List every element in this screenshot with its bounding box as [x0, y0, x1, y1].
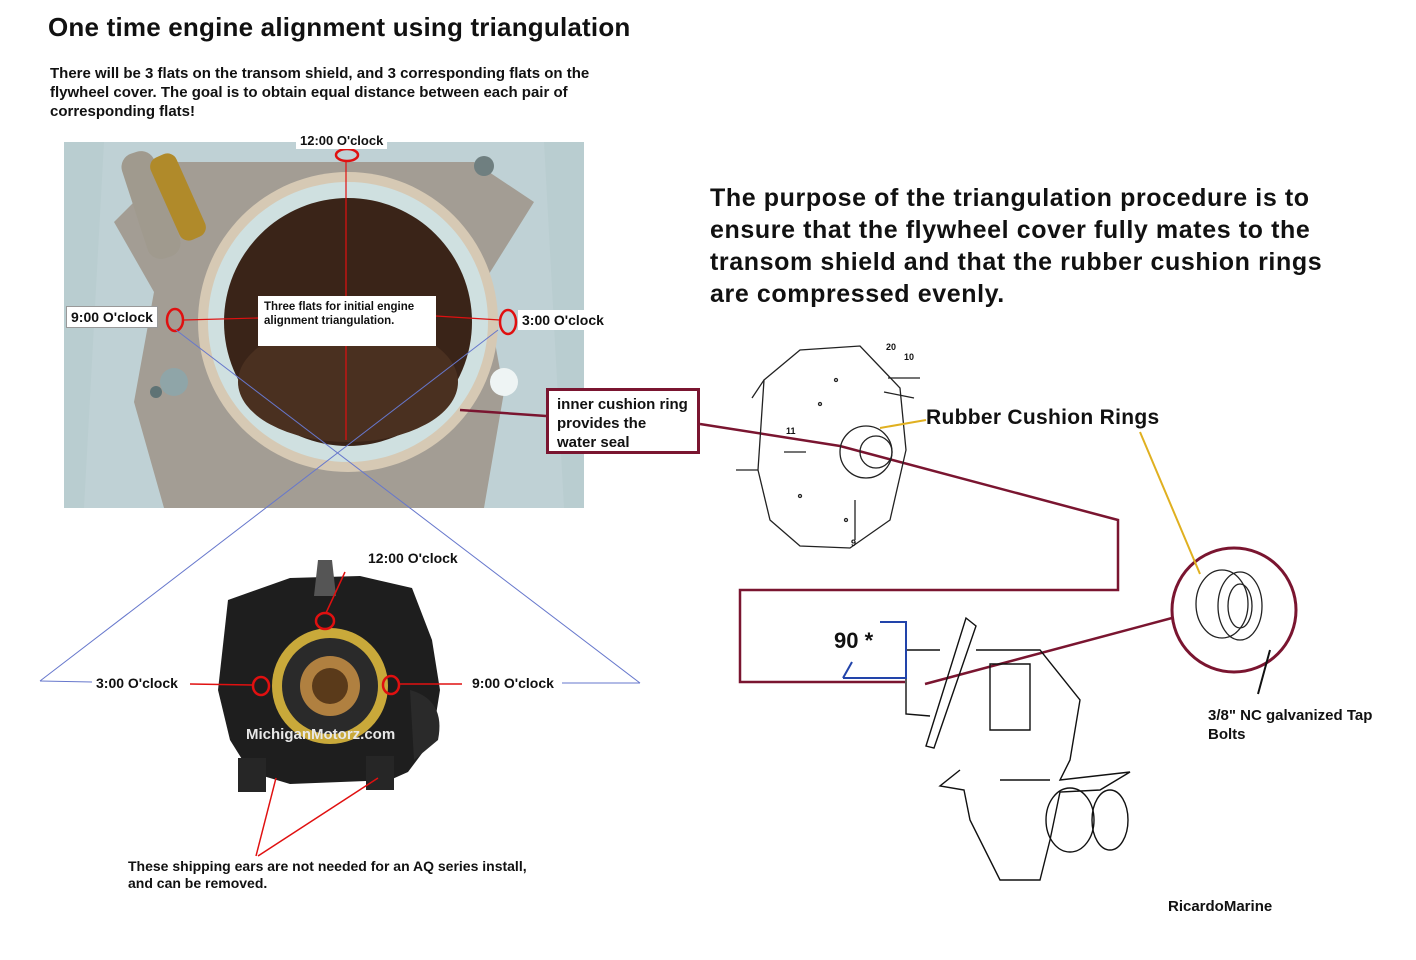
page-title: One time engine alignment using triangul…: [48, 12, 631, 42]
flat-marker-3: [498, 308, 518, 336]
rubber-cushion-label: Rubber Cushion Rings: [926, 406, 1160, 429]
flat-marker-12: [334, 147, 360, 163]
flywheel-flat-marker-12: [314, 611, 336, 631]
inner-ring-callout: inner cushion ring provides the water se…: [546, 388, 700, 454]
part-number-9: 9: [851, 538, 857, 548]
flywheel-flat-marker-3: [251, 675, 271, 697]
flywheel-label-12: 12:00 O'clock: [368, 550, 458, 566]
part-number-10: 10: [904, 352, 915, 362]
part-number-20: 20: [886, 342, 897, 352]
flat-marker-9: [165, 307, 185, 333]
transom-label-12: 12:00 O'clock: [296, 132, 388, 149]
flywheel-cover-photo: [218, 560, 440, 792]
brand-label: RicardoMarine: [1168, 898, 1273, 915]
watermark: MichiganMotorz.com: [246, 726, 396, 743]
intro-text: There will be 3 flats on the transom shi…: [50, 65, 590, 120]
angle-label: 90 *: [834, 628, 874, 653]
transom-label-3: 3:00 O'clock: [518, 310, 608, 330]
flywheel-label-9: 9:00 O'clock: [472, 675, 554, 691]
transom-label-9: 9:00 O'clock: [66, 306, 158, 328]
flats-note: Three flats for initial engine alignment…: [258, 296, 436, 346]
flywheel-flat-marker-9: [381, 674, 401, 696]
purpose-text: The purpose of the triangulation procedu…: [710, 184, 1323, 308]
cushion-rings-drawing: [1195, 569, 1263, 641]
part-number-11: 11: [786, 426, 796, 436]
tap-bolts-label: 3/8" NC galvanized Tap Bolts: [1208, 707, 1373, 743]
bell-housing-drawing: [736, 345, 920, 549]
sterndrive-drawing: [905, 616, 1131, 881]
shipping-ears-note: These shipping ears are not needed for a…: [128, 858, 527, 891]
flywheel-label-3: 3:00 O'clock: [96, 675, 178, 691]
